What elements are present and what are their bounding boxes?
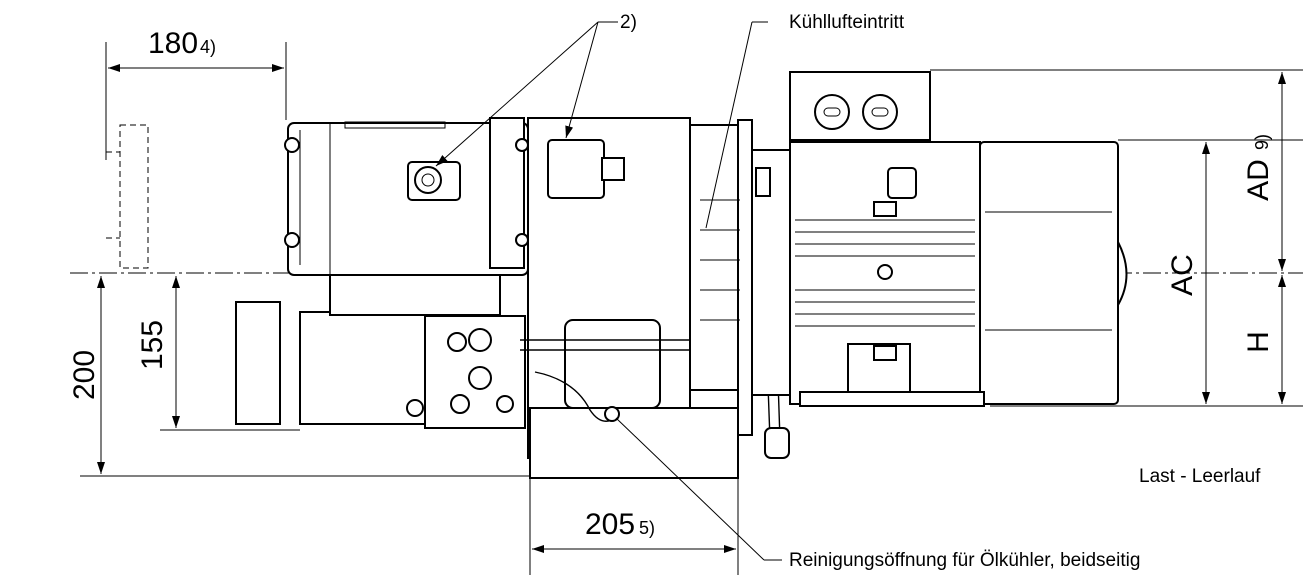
motor — [789, 71, 1128, 407]
dimension-200-155 — [80, 276, 530, 477]
dimension-155-value: 155 — [136, 320, 169, 370]
dimension-180-note: 4) — [200, 37, 216, 57]
dimension-205 — [529, 478, 739, 575]
pump-housing — [284, 117, 529, 276]
dimension-ac-value: AC — [1166, 254, 1199, 296]
optional-outline — [106, 124, 149, 269]
dimension-h-value: H — [1242, 331, 1275, 353]
callout-2-label: 2) — [620, 12, 637, 33]
filter-assembly — [235, 274, 526, 429]
dimension-ad-value: AD — [1242, 159, 1275, 201]
air-inlet-leader — [705, 21, 768, 229]
dimension-180 — [105, 42, 287, 160]
air-inlet-label: Kühllufteintritt — [789, 12, 905, 33]
dimension-right — [930, 69, 1303, 407]
dimension-180-value: 180 — [148, 27, 198, 60]
dimension-ad-note: 9) — [1252, 134, 1272, 150]
cleaning-opening-label: Reinigungsöffnung für Ölkühler, beidseit… — [789, 550, 1140, 571]
dimension-205-note: 5) — [639, 518, 655, 538]
oil-reservoir — [527, 117, 739, 479]
motor-flange — [689, 119, 791, 436]
dimension-205-value: 205 — [585, 508, 635, 541]
load-idle-label: Last - Leerlauf — [1139, 466, 1261, 487]
cleaning-opening-leader — [615, 417, 782, 561]
callout-2-leader — [435, 21, 618, 167]
dimension-200-value: 200 — [68, 350, 101, 400]
